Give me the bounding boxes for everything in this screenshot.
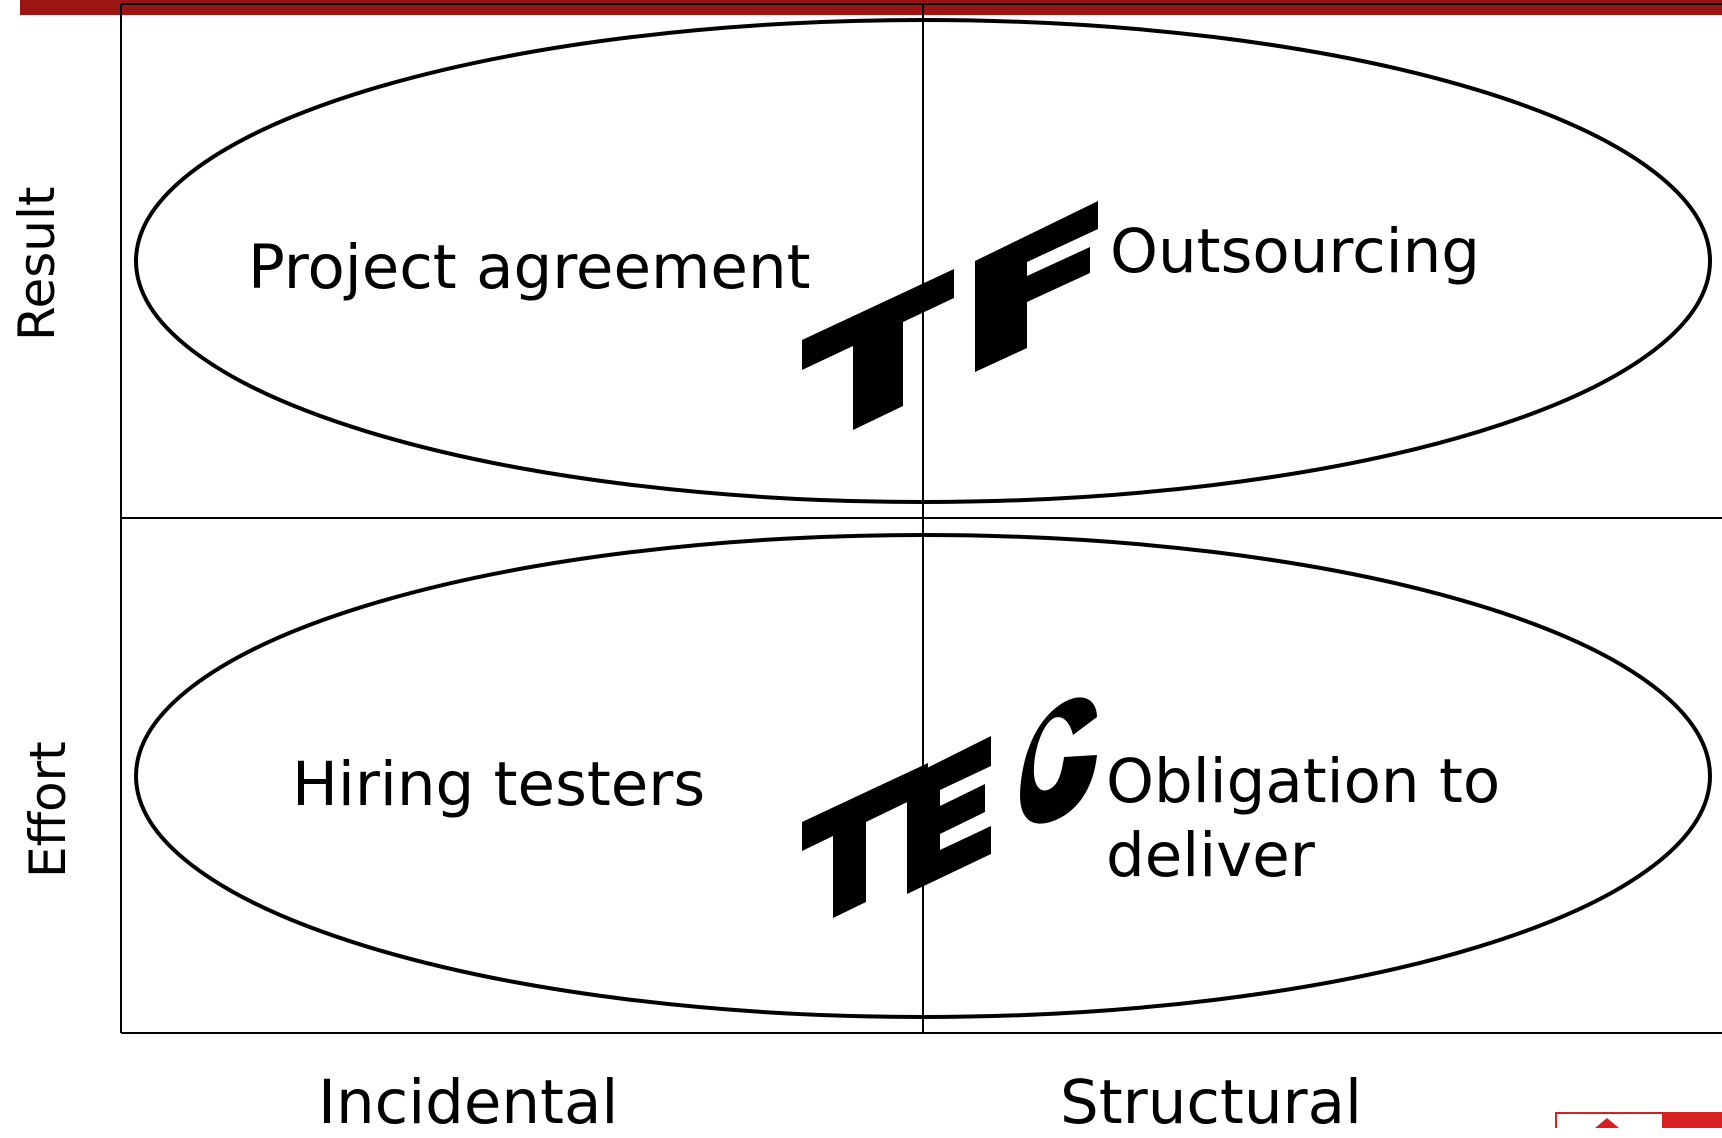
effort-ellipse [134,533,1712,1019]
tec-logo-letter-c [1020,697,1097,824]
corner-logo [1555,1112,1722,1128]
row-label-effort: Effort [19,741,77,878]
quadrant-outsourcing: Outsourcing [1110,216,1480,287]
quadrant-obligation-line-2: deliver [1106,820,1315,891]
result-ellipse [134,18,1712,504]
column-label-incidental: Incidental [318,1067,619,1138]
row-label-result: Result [8,186,66,342]
tec-logo-letter-e [907,736,991,894]
column-label-structural: Structural [1060,1067,1362,1138]
quadrant-obligation-line-1: Obligation to [1106,746,1501,817]
quadrant-project-agreement: Project agreement [248,232,811,303]
tf-logo-letter-t [802,269,954,430]
tec-logo [802,697,1097,918]
quadrant-obligation-to-deliver: Obligation to deliver [1106,745,1500,893]
tf-logo [802,201,1098,430]
quadrant-hiring-testers: Hiring testers [292,749,706,820]
tf-logo-letter-f [975,201,1098,372]
tec-logo-letter-t [802,763,928,918]
